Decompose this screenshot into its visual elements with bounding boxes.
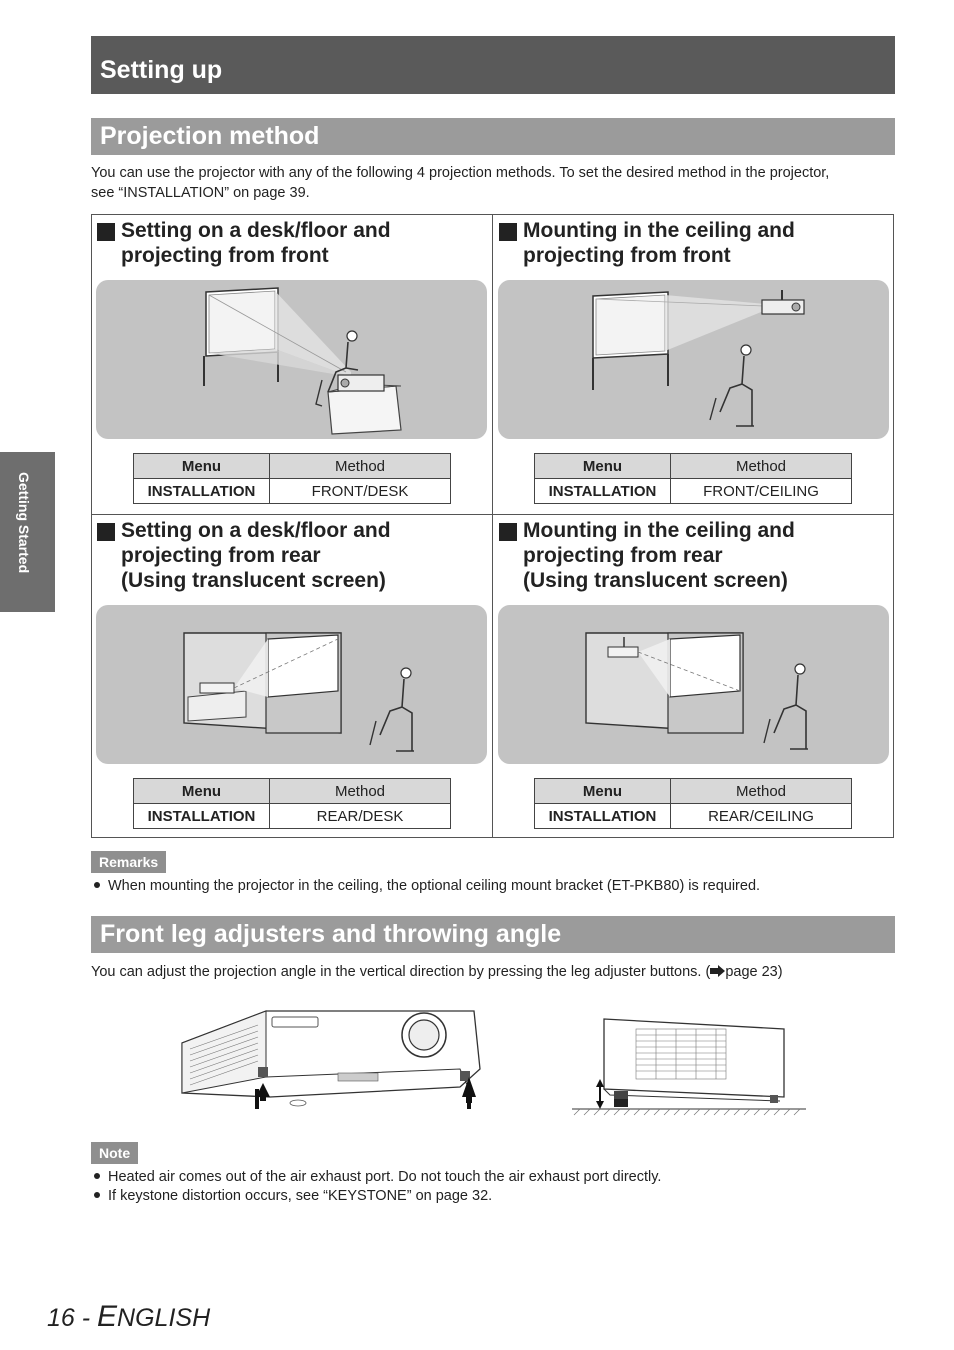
- cell-title-line: Mounting in the ceiling and: [523, 219, 795, 242]
- note-label: Note: [91, 1142, 139, 1164]
- projection-intro: You can use the projector with any of th…: [91, 163, 901, 203]
- front-leg-heading: Front leg adjusters and throwing angle: [91, 916, 895, 953]
- rear-ceiling-illustration: [498, 605, 889, 764]
- rear-desk-illustration: [96, 605, 487, 764]
- menu-value: INSTALLATION: [534, 803, 671, 829]
- note-item-text: If keystone distortion occurs, see “KEYS…: [108, 1188, 493, 1204]
- cell-title-line: Setting on a desk/floor and: [121, 219, 391, 242]
- front-leg-intro-text: You can adjust the projection angle in t…: [91, 964, 711, 980]
- method-value: REAR/DESK: [269, 803, 451, 829]
- square-bullet-icon: [499, 223, 517, 241]
- page-banner: Setting up: [91, 36, 895, 94]
- projection-method-heading: Projection method: [91, 118, 895, 155]
- cell-title-line: projecting from rear: [523, 544, 723, 567]
- front-leg-intro: You can adjust the projection angle in t…: [91, 962, 901, 982]
- page-language: NGLISH: [117, 1304, 211, 1332]
- front-ceiling-illustration: [498, 280, 889, 439]
- menu-header: Menu: [534, 453, 671, 479]
- grid-divider: [91, 514, 894, 515]
- menu-value: INSTALLATION: [133, 803, 270, 829]
- menu-header: Menu: [133, 778, 270, 804]
- method-header: Method: [670, 453, 852, 479]
- bullet-icon: [94, 882, 100, 889]
- cell-title-line: (Using translucent screen): [523, 569, 788, 592]
- page-footer: 16 - ENGLISH: [47, 1300, 210, 1334]
- front-leg-heading-text: Front leg adjusters and throwing angle: [100, 920, 562, 948]
- menu-value: INSTALLATION: [534, 478, 671, 504]
- cell-title-rear-ceiling: Mounting in the ceiling and projecting f…: [494, 518, 884, 593]
- page-number: 16: [47, 1304, 75, 1332]
- projection-method-heading-text: Projection method: [100, 122, 320, 150]
- projection-intro-line: You can use the projector with any of th…: [91, 165, 830, 181]
- cell-title-line: projecting from front: [523, 244, 731, 267]
- page-footer-sep: -: [74, 1304, 98, 1332]
- front-desk-illustration: [96, 280, 487, 439]
- cell-title-line: Setting on a desk/floor and: [121, 519, 391, 542]
- front-leg-intro-page: page 23): [725, 964, 783, 980]
- method-value: REAR/CEILING: [670, 803, 852, 829]
- method-header: Method: [269, 778, 451, 804]
- method-value: FRONT/DESK: [269, 478, 451, 504]
- square-bullet-icon: [499, 523, 517, 541]
- projection-intro-line: see “INSTALLATION” on page 39.: [91, 185, 310, 201]
- menu-header: Menu: [133, 453, 270, 479]
- cell-title-rear-desk: Setting on a desk/floor and projecting f…: [92, 518, 482, 593]
- grid-divider: [492, 214, 493, 838]
- cell-title-line: projecting from front: [121, 244, 329, 267]
- bullet-icon: [94, 1192, 100, 1199]
- remarks-item-text: When mounting the projector in the ceili…: [108, 878, 761, 894]
- square-bullet-icon: [97, 223, 115, 241]
- remarks-label: Remarks: [91, 851, 167, 873]
- menu-header: Menu: [534, 778, 671, 804]
- note-list: Heated air comes out of the air exhaust …: [91, 1168, 901, 1206]
- side-tab: Getting Started: [0, 452, 55, 612]
- cell-title-line: (Using translucent screen): [121, 569, 386, 592]
- page-banner-title: Setting up: [100, 56, 223, 84]
- note-item: If keystone distortion occurs, see “KEYS…: [91, 1187, 901, 1206]
- method-header: Method: [670, 778, 852, 804]
- menu-value: INSTALLATION: [133, 478, 270, 504]
- cell-title-line: Mounting in the ceiling and: [523, 519, 795, 542]
- cell-title-front-ceiling: Mounting in the ceiling and projecting f…: [494, 218, 884, 268]
- method-value: FRONT/CEILING: [670, 478, 852, 504]
- method-header: Method: [269, 453, 451, 479]
- remarks-list: When mounting the projector in the ceili…: [91, 877, 901, 896]
- projector-side-illustration: [570, 1015, 810, 1125]
- note-item: Heated air comes out of the air exhaust …: [91, 1168, 901, 1187]
- remarks-item: When mounting the projector in the ceili…: [91, 877, 901, 896]
- bullet-icon: [94, 1173, 100, 1180]
- page-language-initial: E: [97, 1300, 118, 1333]
- cell-title-front-desk: Setting on a desk/floor and projecting f…: [92, 218, 482, 268]
- note-item-text: Heated air comes out of the air exhaust …: [108, 1169, 662, 1185]
- projector-front-illustration: [178, 1005, 488, 1115]
- cell-title-line: projecting from rear: [121, 544, 321, 567]
- square-bullet-icon: [97, 523, 115, 541]
- arrow-right-icon: [710, 965, 726, 977]
- side-tab-label: Getting Started: [16, 472, 32, 574]
